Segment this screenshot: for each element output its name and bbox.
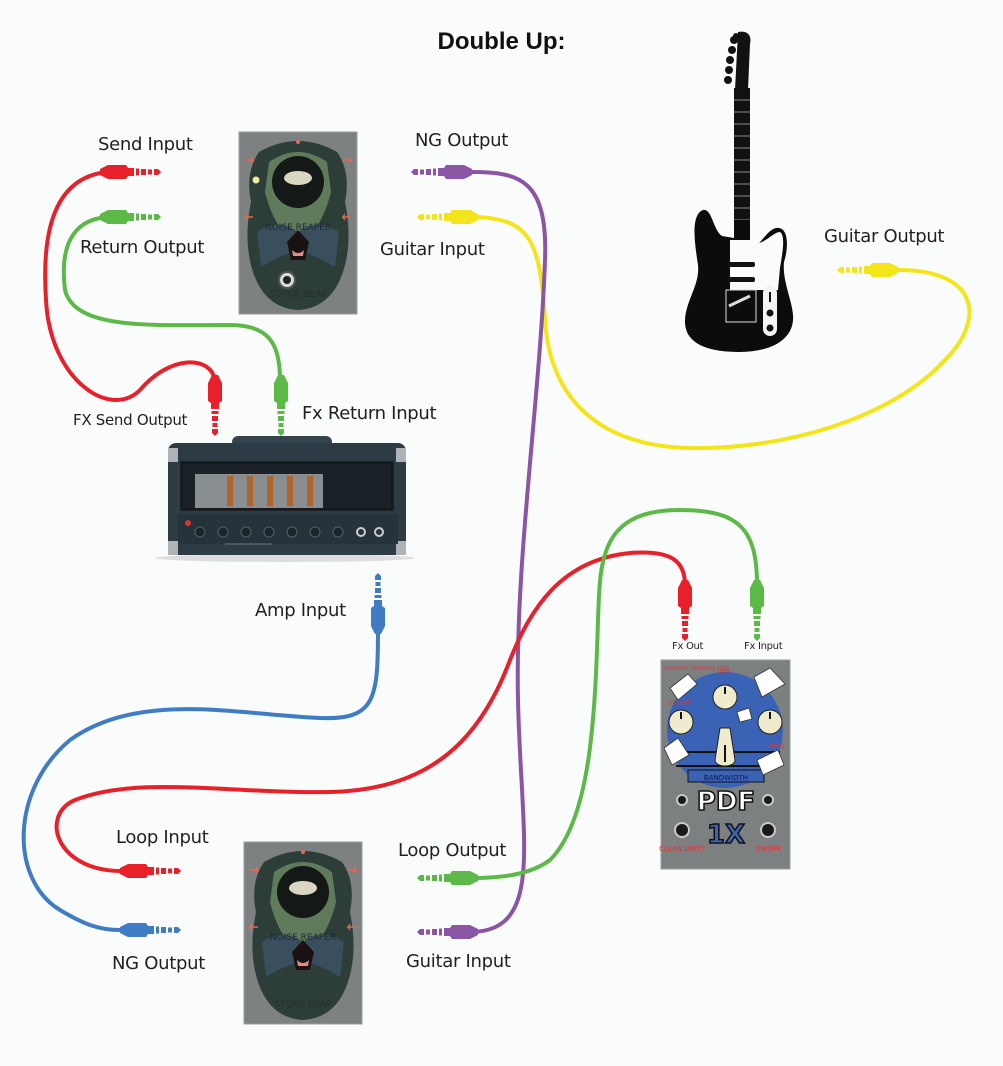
plug-send-input[interactable] <box>100 165 161 179</box>
pdf-1x-pedal: BANDWIDTH PARAMETRIC DISTORTION FILTER V… <box>659 659 791 870</box>
plug-loop-input[interactable] <box>120 864 181 878</box>
plug-fx-return-input[interactable] <box>274 375 288 436</box>
pdf-bandwidth-label: BANDWIDTH <box>704 774 748 782</box>
plug-guitar-input-bottom[interactable] <box>417 925 478 939</box>
label-fx-return-input: Fx Return Input <box>302 403 437 424</box>
label-return-output: Return Output <box>80 237 205 258</box>
label-guitar-output: Guitar Output <box>824 226 945 247</box>
pdf-switch-right-label: ON/OFF <box>755 845 782 853</box>
label-ng-output-top: NG Output <box>415 130 508 151</box>
plug-amp-input[interactable] <box>371 573 385 634</box>
plug-ng-output-top[interactable] <box>411 165 472 179</box>
label-loop-output: Loop Output <box>398 840 507 861</box>
plug-guitar-output[interactable] <box>837 263 898 277</box>
pedal-art-text: STONE DEAF <box>274 1000 332 1010</box>
pdf-logo-sub: 1X <box>707 820 745 850</box>
cable-green-top <box>61 215 282 382</box>
plug-return-output[interactable] <box>100 210 161 224</box>
pdf-vol-label: VOL <box>717 668 731 676</box>
amp-head <box>155 436 415 562</box>
pdf-height-label: HEIGHT <box>668 700 691 707</box>
label-send-input: Send Input <box>98 134 193 155</box>
noise-gate-pedal-bottom: NOISE REAPER STONE DEAF <box>243 841 363 1025</box>
label-guitar-input-bottom: Guitar Input <box>406 951 511 972</box>
cable-yellow <box>476 215 972 451</box>
label-ng-output-bottom: NG Output <box>112 953 205 974</box>
label-fx-input: Fx Input <box>744 641 783 652</box>
noise-gate-pedal-top: NOISE REAPER STONE DEAF <box>238 131 358 315</box>
label-amp-input: Amp Input <box>255 600 346 621</box>
pdf-brand-line: PARAMETRIC DISTORTION FILTER <box>664 666 730 671</box>
plug-ng-output-bottom[interactable] <box>120 923 181 937</box>
plug-fx-out[interactable] <box>678 580 692 641</box>
cable-purple <box>470 170 548 934</box>
cable-blue <box>21 628 380 932</box>
pedal-art-text: NOISE REAPER <box>265 223 331 233</box>
label-fx-send-output: FX Send Output <box>73 411 188 429</box>
pdf-switch-left-label: CLEAN DIRTY <box>659 845 706 853</box>
plug-fx-input[interactable] <box>750 580 764 641</box>
label-loop-input: Loop Input <box>116 827 209 848</box>
cable-green-bottom <box>470 507 759 880</box>
plug-fx-send-output[interactable] <box>208 375 222 436</box>
pedal-art-text: NOISE REAPER <box>270 933 336 943</box>
plug-guitar-input-top[interactable] <box>417 210 478 224</box>
pdf-logo: PDF <box>697 787 755 817</box>
plug-loop-output[interactable] <box>417 871 478 885</box>
diagram-title: Double Up: <box>437 28 566 55</box>
cable-red-bottom <box>54 550 687 873</box>
cable-red-top <box>43 170 217 402</box>
label-fx-out: Fx Out <box>672 641 704 652</box>
label-guitar-input-top: Guitar Input <box>380 239 485 260</box>
pedal-art-text: STONE DEAF <box>269 290 327 300</box>
amp-grille <box>181 462 393 510</box>
guitar-icon <box>684 31 794 352</box>
pdf-freq-label: FREQ <box>768 743 784 750</box>
